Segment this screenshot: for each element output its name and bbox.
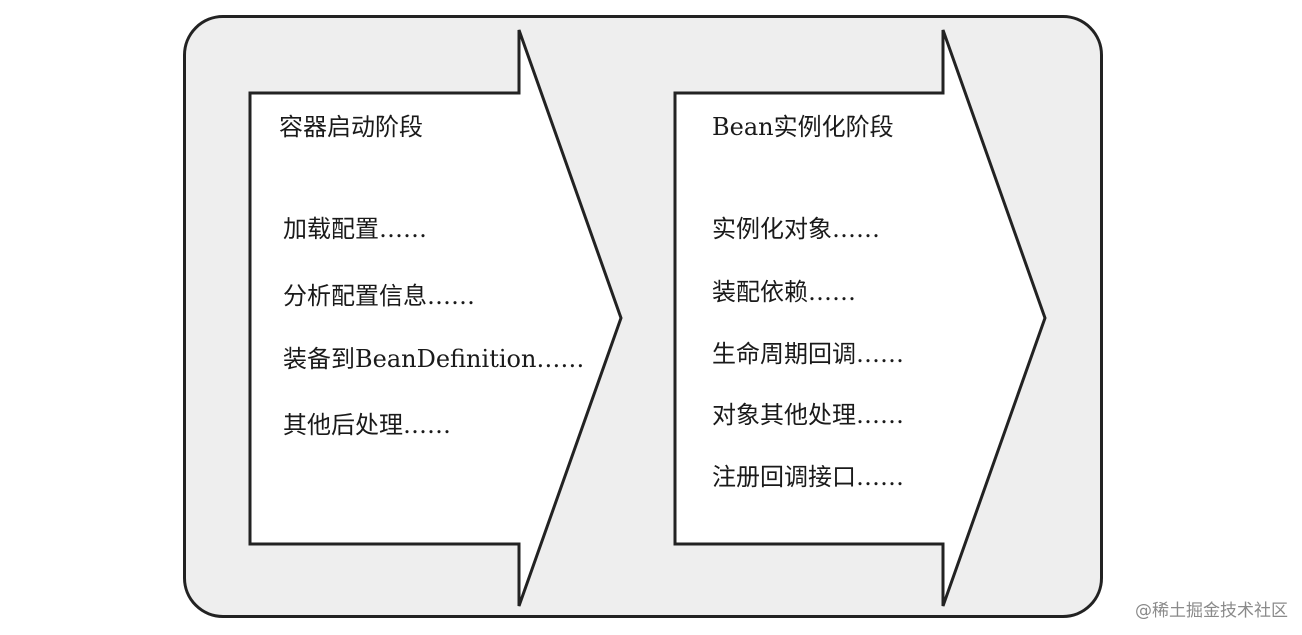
stage2-arrow-shape <box>673 29 1047 607</box>
watermark: @稀土掘金技术社区 <box>1135 601 1288 621</box>
stage1-item-post-process: 其他后处理…… <box>283 411 451 439</box>
stage1-item-analyze-config: 分析配置信息…… <box>283 282 475 310</box>
stage2-title: Bean实例化阶段 <box>712 113 894 141</box>
stage2-item-lifecycle-callback: 生命周期回调…… <box>712 340 904 368</box>
stage2-item-register-callbacks: 注册回调接口…… <box>712 463 904 491</box>
stage1-title: 容器启动阶段 <box>279 113 423 141</box>
stage1-item-load-config: 加载配置…… <box>283 215 427 243</box>
stage2-item-inject-dependencies: 装配依赖…… <box>712 278 856 306</box>
stage2-item-instantiate: 实例化对象…… <box>712 215 880 243</box>
stage1-item-bean-definition: 装备到BeanDefinition…… <box>283 345 585 373</box>
stage2-item-other-processing: 对象其他处理…… <box>712 401 904 429</box>
stage1-arrow-shape <box>248 29 623 607</box>
